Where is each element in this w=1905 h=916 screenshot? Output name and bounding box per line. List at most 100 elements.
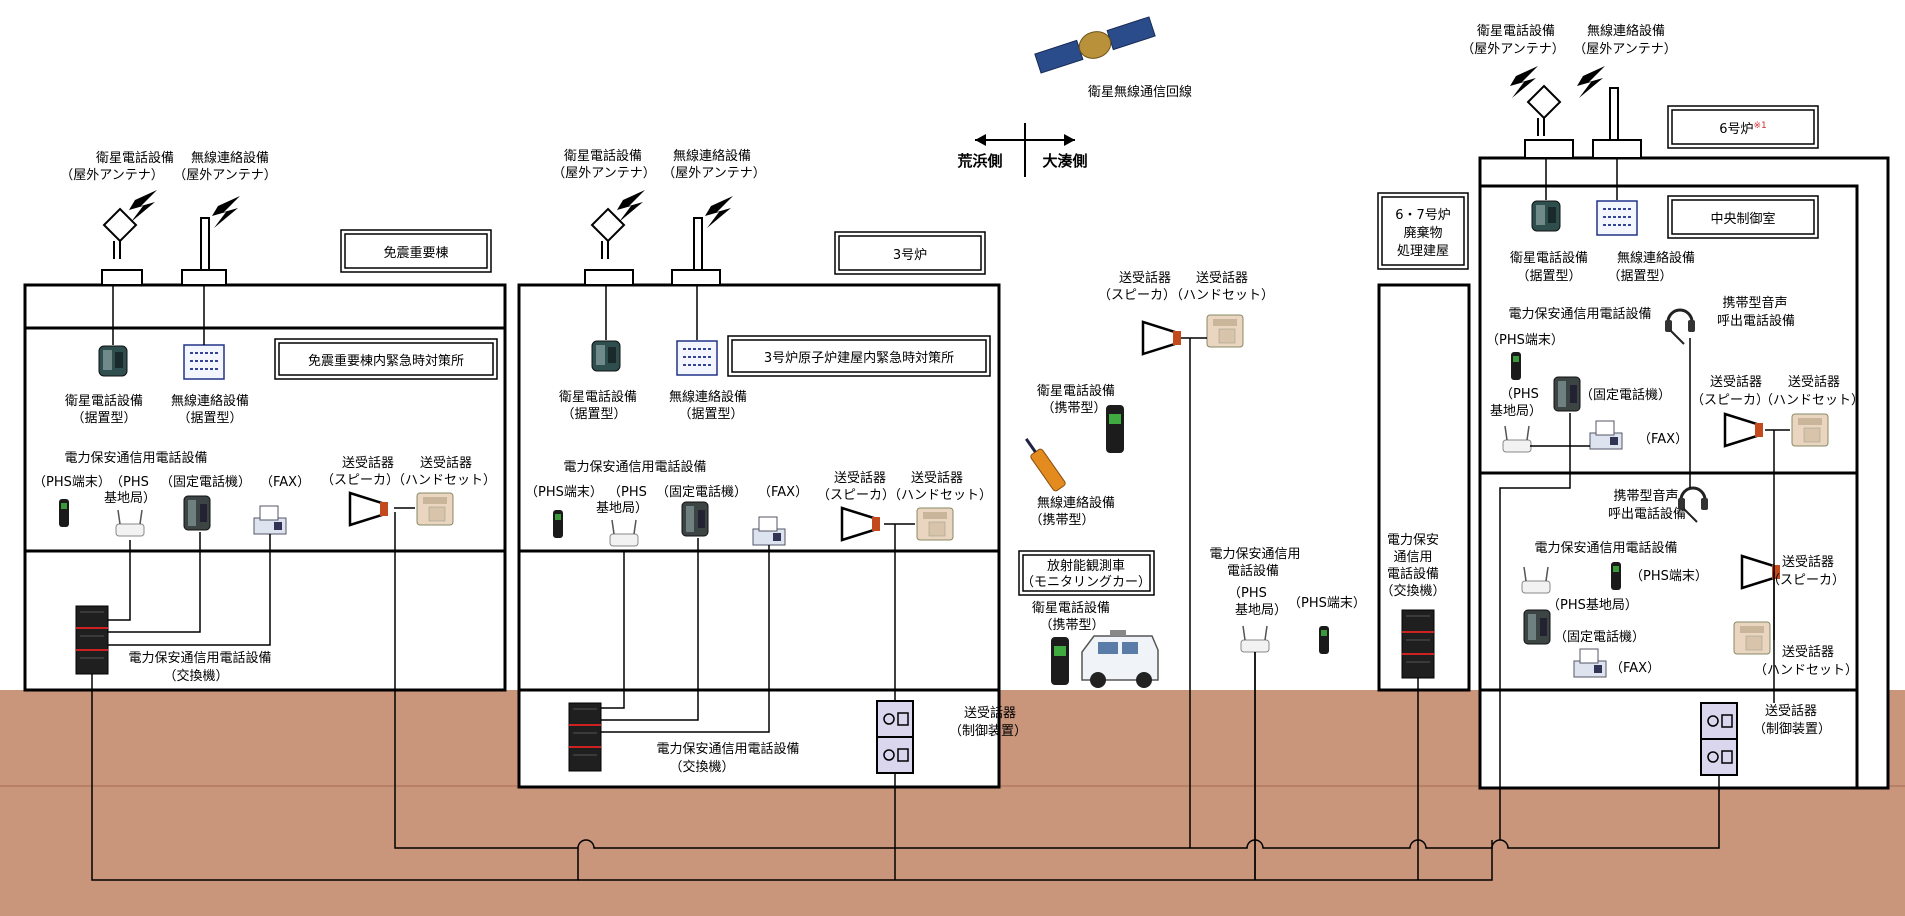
outdoor-devices: 送受話器 （スピーカ） 送受話器 （ハンドセット） 衛星電話設備 （携帯型） 無… [1018,270,1366,880]
stationary-label: （据置型） [678,407,743,422]
radio-label: 無線連絡設備 [1037,495,1115,511]
speaker-icon [1141,320,1183,356]
portable-radio-icon [1024,438,1066,492]
power-phone-label: 電力保安通信用電話設備 [563,459,706,475]
handset-label: （ハンドセット） [392,473,496,488]
power-phone-label: 電力保安通信用電話設備 [128,650,271,666]
transceiver-label: 送受話器 [1782,554,1834,570]
radio-label: 無線連絡設備 [171,393,249,409]
lightning-bolt-icon [617,190,645,222]
mast-antenna-icon [200,217,210,271]
transceiver-label: 送受話器 [1710,374,1762,390]
handset-icon [1733,621,1771,655]
sat-phone-label: 衛星電話設備 [564,148,642,164]
mast-antenna-icon [1609,87,1619,141]
waste-title-1: 6・7号炉 [1395,208,1451,223]
outdoor-antenna-icon [103,208,137,260]
waste-title-2: 廃棄物 [1403,225,1442,241]
compass: 荒浜側 大湊側 [957,123,1088,177]
sat-phone-icon [591,340,621,372]
underground-cables [91,512,1720,881]
sat-phone-label: 衛星電話設備 [1032,600,1110,616]
stationary-label: （据置型） [1516,269,1581,284]
power-phone-label: 電力保安通信用電話設備 [64,450,207,466]
phs-base-station-icon [1240,625,1270,653]
stationary-label: （据置型） [561,407,626,422]
outdoor-antenna-icon [1527,85,1561,137]
fixed-phone-label: （固定電話機） [656,484,747,500]
sat-phone-label: 衛星電話設備 [1510,250,1588,266]
compass-east: 大湊側 [1042,152,1087,170]
sat-phone-label: 衛星電話設備 [1037,383,1115,399]
fixed-phone-icon [1523,609,1551,645]
sat-phone-label: 衛星電話設備 [96,150,174,166]
handset-icon [1206,314,1244,348]
transceiver-label: 送受話器 [1119,270,1171,286]
transceiver-label: 送受話器 [1765,703,1817,719]
menshin-title: 免震重要棟 [383,245,448,261]
transceiver-label: 送受話器 [911,470,963,486]
transceiver-label: 送受話器 [1782,644,1834,660]
unit6-room: 中央制御室 [1710,211,1775,227]
radio-unit-icon [1596,200,1638,236]
transceiver-label: 送受話器 [964,705,1016,721]
exchange-label: （交換機） [163,668,228,684]
phs-terminal-icon [1511,352,1521,380]
waste-building: 6・7号炉 廃棄物 処理建屋 電力保安 通信用 電話設備 （交換機） [1377,192,1471,692]
phs-terminal-label: （PHS端末） [33,475,111,490]
lightning-bolt-icon [1510,66,1538,98]
portable-sat-phone-body [1106,405,1124,453]
fixed-phone-icon [183,495,211,531]
phs-terminal-icon [553,510,563,538]
fixed-phone-label: （固定電話機） [160,474,251,490]
satellite: 衛星無線通信回線 [1034,16,1192,100]
mast-antenna-icon [693,217,703,271]
lightning-bolt-icon [1577,66,1605,98]
fax-label: （FAX） [1638,432,1688,447]
power-phone-label-1: 電力保安通信用 [1209,547,1300,562]
radio-unit-icon [676,340,718,376]
lightning-bolt-icon [129,190,157,222]
portable-label: （携帯型） [1029,512,1094,528]
transceiver-controller-icon [876,700,914,774]
waste-exchange-1: 電力保安 [1387,533,1439,548]
monitoring-car-icon [1081,630,1159,688]
speaker-label: （スピーカ） [1767,573,1845,588]
radio-label: 無線連絡設備 [1587,23,1665,39]
phs-terminal-icon [59,499,69,527]
outdoor-antenna-label: （屋外アンテナ） [1573,42,1676,57]
outdoor-antenna-label: （屋外アンテナ） [662,166,765,181]
unit3-building: 衛星電話設備 （屋外アンテナ） 無線連絡設備 （屋外アンテナ） 3号炉 3号炉原… [517,148,1027,789]
compass-west: 荒浜側 [957,152,1002,170]
phs-terminal-icon [1319,626,1329,654]
base-station-label: 基地局） [1235,603,1287,618]
handset-label: （ハンドセット） [1754,663,1858,678]
base-station-label: 基地局） [596,501,648,516]
waste-exchange-2: 通信用 [1393,550,1432,565]
base-station-label: 基地局） [104,491,156,506]
exchange-icon [75,605,109,675]
transceiver-controller-icon [1700,702,1738,776]
menshin-building: 衛星電話設備 （屋外アンテナ） 無線連絡設備 （屋外アンテナ） 免震重要棟 免震… [23,150,507,692]
unit3-room: 3号炉原子炉建屋内緊急時対策所 [764,350,954,366]
unit6-building: 衛星電話設備 （屋外アンテナ） 無線連絡設備 （屋外アンテナ） 6号炉※1 中央… [1461,23,1890,840]
fax-label: （FAX） [260,475,310,490]
unit3-title: 3号炉 [893,248,927,263]
speaker-label: （スピーカ） [1691,393,1769,408]
fixed-phone-label: （固定電話機） [1554,629,1645,645]
phs-terminal-label: （PHS端末） [525,485,603,500]
waste-exchange-3: 電話設備 [1387,566,1439,582]
outdoor-antenna-label: （屋外アンテナ） [1461,42,1564,57]
radio-label: 無線連絡設備 [673,148,751,164]
radio-label: 無線連絡設備 [1617,250,1695,266]
power-phone-label: 電力保安通信用電話設備 [1508,306,1651,322]
headset-label-2: 呼出電話設備 [1717,313,1795,329]
outdoor-antenna-icon [591,208,625,260]
portable-sat-phone-icon [1051,637,1069,685]
stationary-label: （据置型） [1607,269,1672,284]
phs-terminal-icon [1611,562,1621,590]
portable-label: （携帯型） [1039,617,1104,633]
outdoor-antenna-label: （屋外アンテナ） [60,168,163,183]
exchange-label: （交換機） [669,759,734,775]
